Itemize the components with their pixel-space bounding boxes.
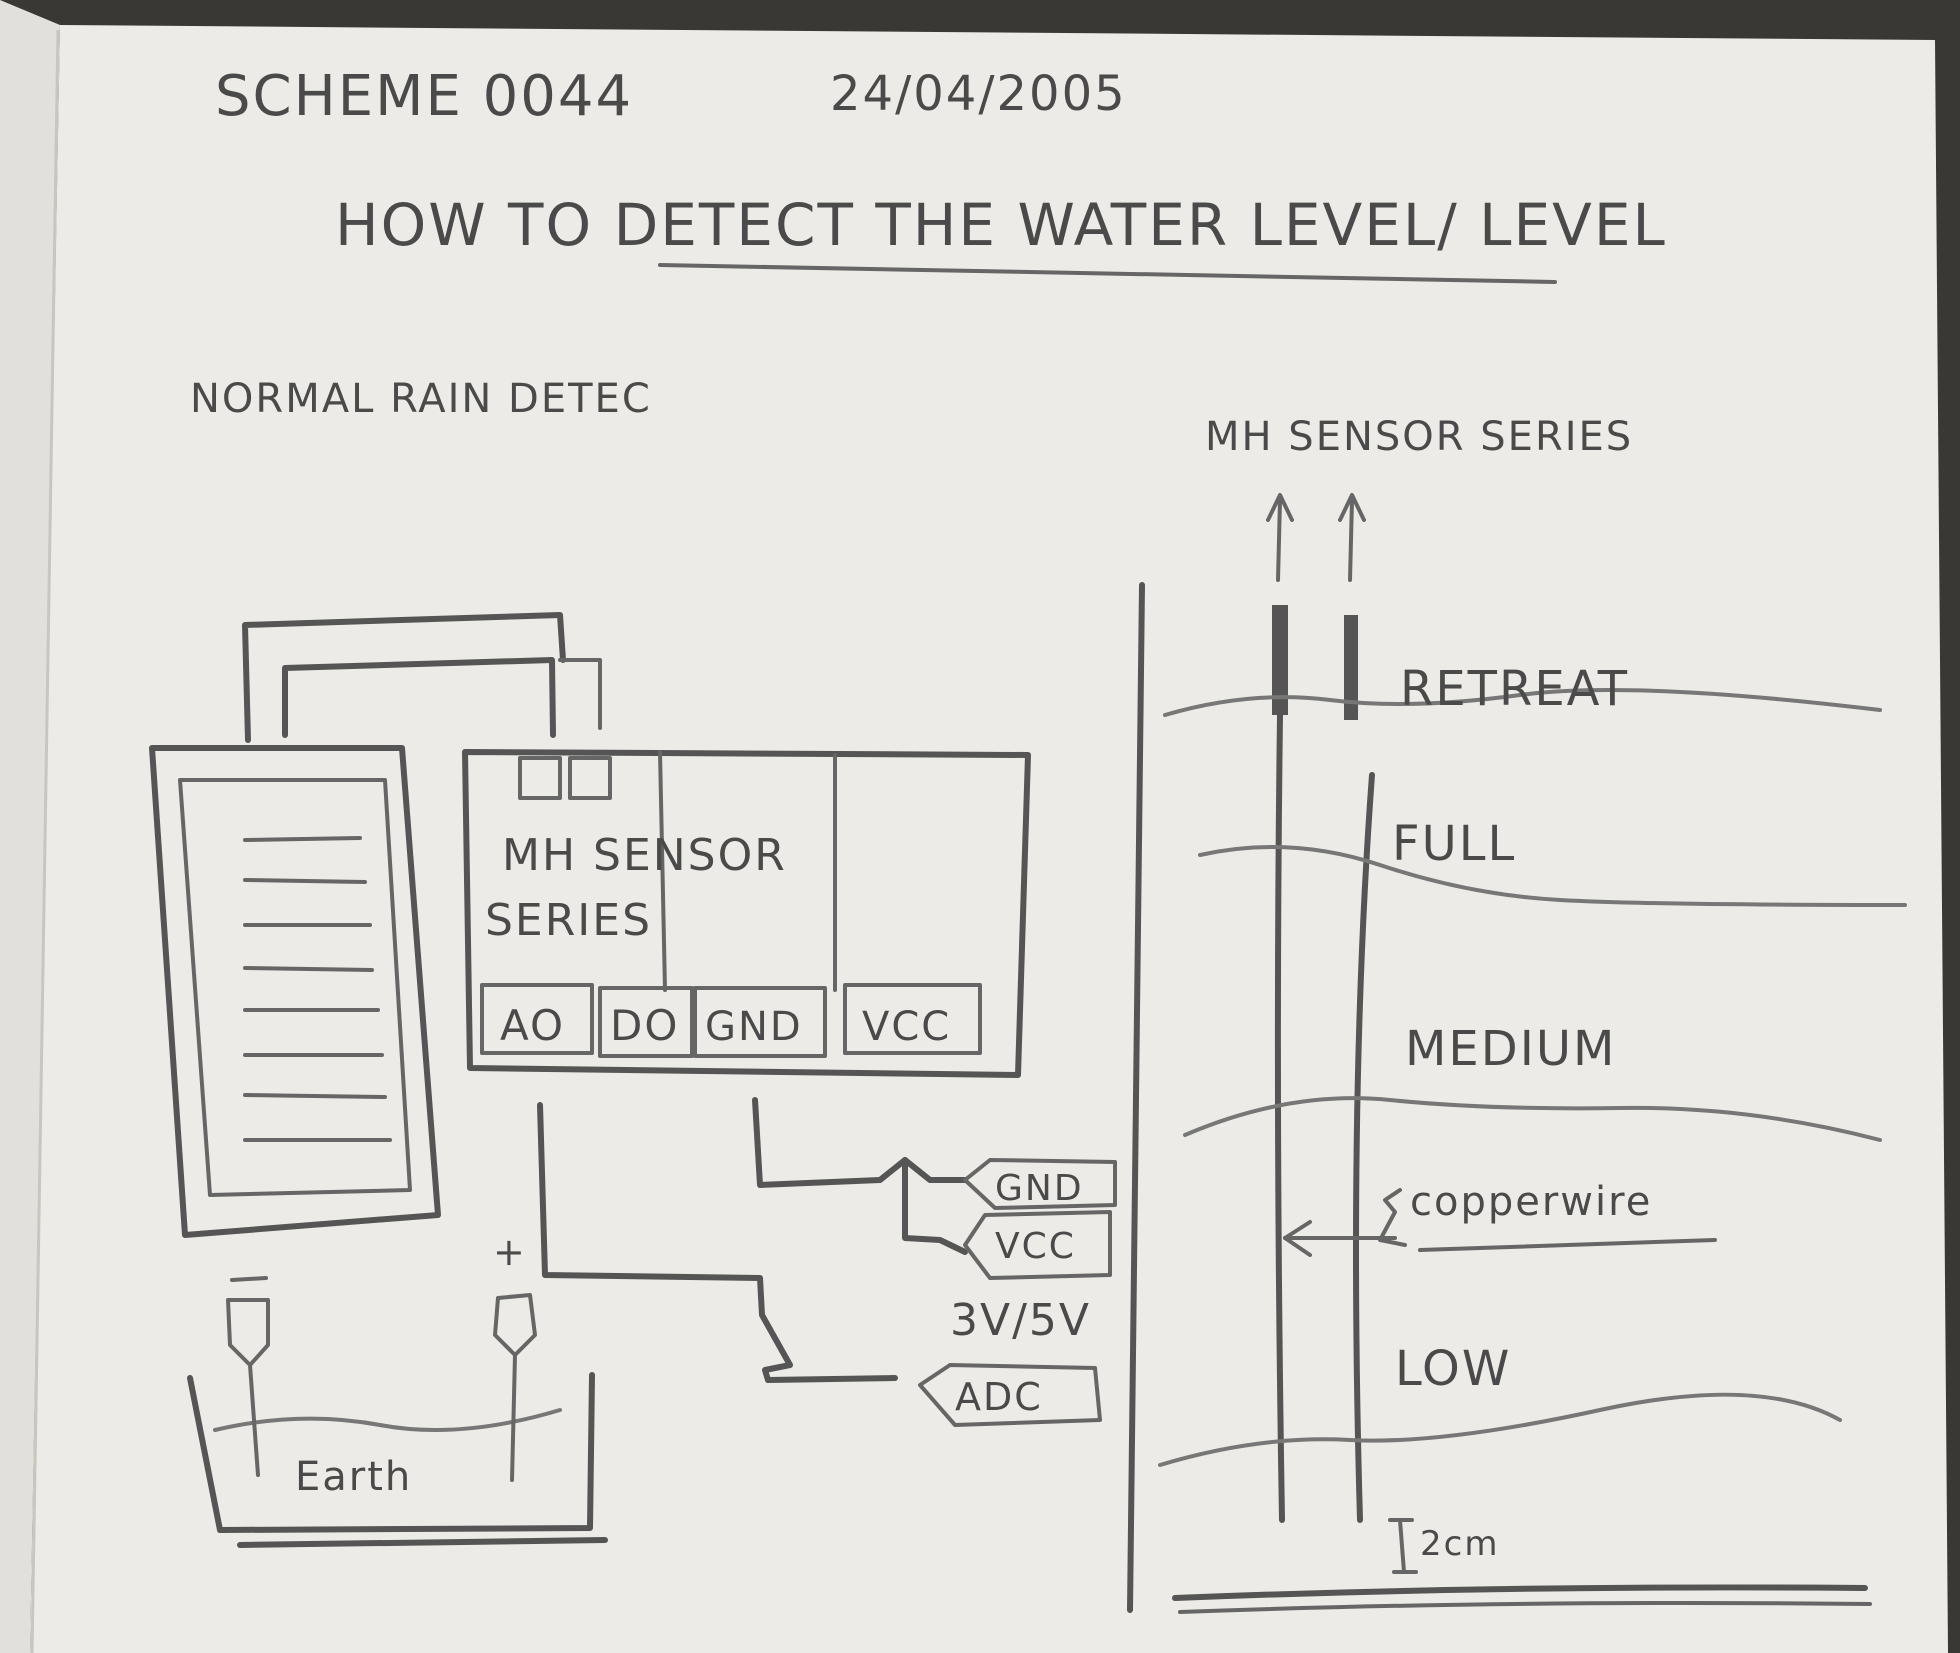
pin-gnd: GND [705, 1004, 803, 1050]
pin-ao-box [480, 983, 594, 1055]
page-fold [30, 29, 60, 1653]
pin-vcc: VCC [862, 1004, 951, 1050]
tag-vcc: VCC [995, 1226, 1076, 1267]
plus-sign: + [493, 1230, 527, 1274]
copperwire-arrow [1283, 1188, 1717, 1257]
level-low: LOW [1395, 1341, 1511, 1397]
rain-detector-heading: NORMAL RAIN DETEC [190, 376, 652, 422]
level-wave-lines [1158, 688, 1907, 1467]
plate-to-module-wires [242, 612, 602, 743]
pin-ao: AO [500, 1001, 565, 1050]
tag-vcc-shape [963, 1210, 1112, 1280]
base-line-shadow [1178, 1601, 1872, 1614]
paper-sheet [30, 25, 1948, 1653]
spacing-marker [1388, 1518, 1418, 1574]
column-divider [1127, 582, 1145, 1613]
voltage-label: 3V/5V [950, 1295, 1091, 1346]
level-medium: MEDIUM [1405, 1021, 1616, 1077]
mh-sensor-module [462, 749, 1031, 1078]
pin-do-box [598, 986, 694, 1058]
page-gutter [0, 0, 60, 1653]
page-title: HOW TO DETECT THE WATER LEVEL/ LEVEL [335, 191, 1667, 259]
scheme-number: SCHEME 0044 [215, 64, 633, 129]
module-label-line1: MH SENSOR [502, 830, 787, 881]
base-line [1172, 1584, 1868, 1601]
pin-do: DO [610, 1001, 679, 1050]
probe-right [493, 1293, 537, 1357]
module-label-line2: SERIES [485, 895, 652, 946]
level-full: FULL [1392, 816, 1516, 872]
probe-left [226, 1298, 270, 1367]
spacing-label: 2cm [1420, 1524, 1499, 1564]
title-underline [658, 263, 1557, 284]
module-pins: AO DO GND VCC [480, 983, 982, 1058]
output-wiring [537, 1097, 968, 1383]
copperwire-label: copperwire [1410, 1179, 1652, 1225]
level-retreat: RETREAT [1400, 661, 1629, 717]
probe-rods [1266, 493, 1375, 1523]
water-tank [187, 1276, 608, 1548]
tank-label: Earth [295, 1454, 412, 1500]
rain-sensor-plate [149, 745, 441, 1238]
tag-gnd-shape [963, 1158, 1117, 1210]
tag-gnd: GND [995, 1168, 1084, 1209]
output-tags: GND VCC 3V/5V ADC [918, 1158, 1117, 1427]
level-sensor-heading: MH SENSOR SERIES [1205, 414, 1633, 460]
pin-gnd-box [693, 986, 827, 1058]
date-label: 24/04/2005 [830, 66, 1127, 122]
tag-adc: ADC [955, 1375, 1043, 1419]
tag-adc-shape [918, 1363, 1102, 1427]
pin-vcc-box [843, 983, 982, 1055]
